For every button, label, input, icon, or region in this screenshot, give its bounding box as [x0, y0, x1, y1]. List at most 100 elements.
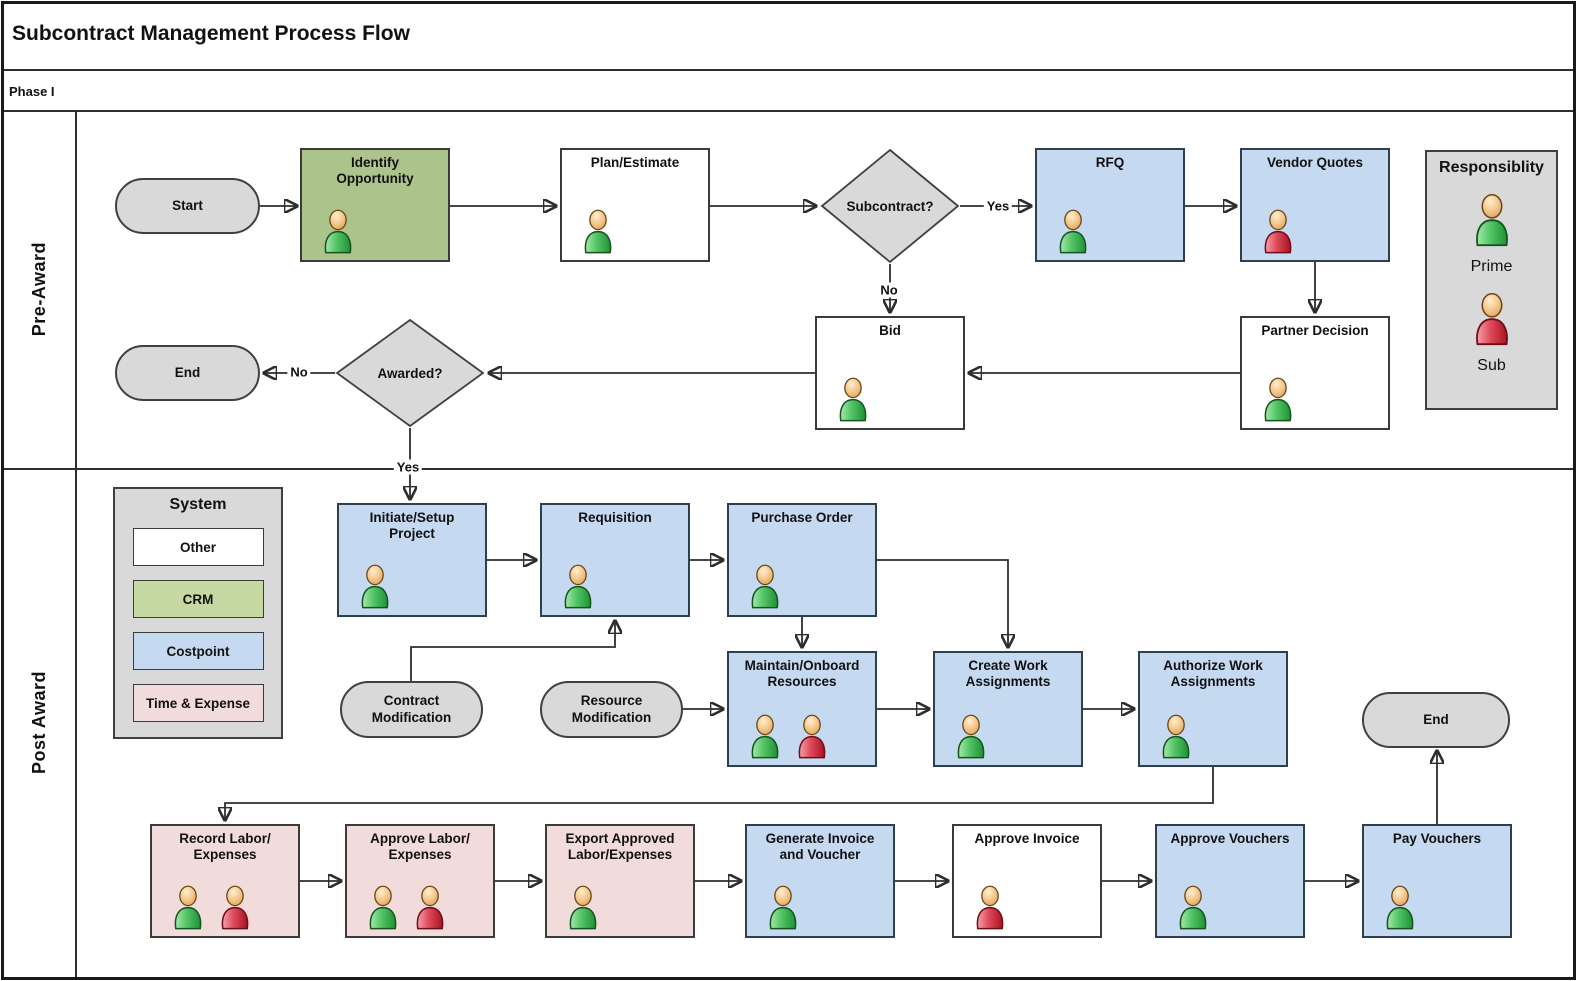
node-bid: Bid	[815, 316, 965, 430]
title-separator	[4, 69, 1573, 71]
lane-post-award-label: Post Award	[29, 671, 49, 775]
node-export-approved-labor-expenses: Export Approved Labor/Expenses	[545, 824, 695, 938]
node-plan-estimate: Plan/Estimate	[560, 148, 710, 262]
diamond-shape	[335, 318, 485, 428]
node-label: Approve Vouchers	[1170, 831, 1290, 846]
prime-person-icon	[751, 714, 779, 759]
legend-responsibility: Responsiblity Prime Sub	[1425, 150, 1558, 410]
node-start: Start	[115, 178, 260, 234]
legend-item-label: Other	[179, 539, 216, 555]
lane-divider	[4, 468, 1573, 470]
node-approve-invoice: Approve Invoice	[952, 824, 1102, 938]
diamond-shape	[820, 148, 960, 264]
legend-swatch-time-expense: Time & Expense	[132, 684, 264, 722]
prime-person-icon	[957, 714, 985, 759]
lane-pre-award: Pre-Award	[4, 112, 75, 467]
prime-person-icon	[1386, 885, 1414, 930]
node-identify-opportunity: Identify Opportunity	[300, 148, 450, 262]
node-label: Approve Invoice	[974, 831, 1080, 846]
sub-person-icon	[1264, 209, 1292, 254]
node-label: Approve Labor/ Expenses	[370, 831, 470, 863]
legend-item-label: Sub	[1477, 357, 1506, 374]
prime-person-icon	[769, 885, 797, 930]
node-purchase-order: Purchase Order	[727, 503, 877, 617]
prime-person-icon	[564, 564, 592, 609]
node-end-postaward: End	[1362, 692, 1510, 748]
node-label: RFQ	[1095, 155, 1125, 170]
prime-person-icon	[1179, 885, 1207, 930]
prime-person-icon	[1475, 193, 1508, 247]
phase-label: Phase I	[9, 84, 55, 99]
node-label: Generate Invoice and Voucher	[765, 831, 875, 863]
lane-column-separator	[75, 111, 77, 977]
legend-item-prime: Prime	[1427, 191, 1556, 276]
node-contract-modification: Contract Modification	[340, 681, 483, 738]
node-label: Resource Modification	[571, 692, 652, 725]
node-label: Create Work Assignments	[965, 658, 1051, 690]
page-title: Subcontract Management Process Flow	[12, 22, 410, 45]
legend-swatch-costpoint: Costpoint	[132, 632, 264, 670]
node-pay-vouchers: Pay Vouchers	[1362, 824, 1512, 938]
edge-label-yes: Yes	[393, 459, 423, 475]
node-label: Identify Opportunity	[336, 155, 414, 187]
lane-post-award: Post Award	[4, 470, 75, 976]
node-label: Contract Modification	[371, 692, 452, 725]
legend-title: Responsiblity	[1439, 159, 1544, 176]
node-label: Plan/Estimate	[590, 155, 680, 170]
legend-system: System Other CRM Costpoint Time & Expens…	[113, 487, 283, 739]
legend-item-sub: Sub	[1427, 290, 1556, 375]
node-create-work-assignments: Create Work Assignments	[933, 651, 1083, 767]
legend-item-label: Time & Expense	[145, 695, 251, 711]
prime-person-icon	[1059, 209, 1087, 254]
decision-subcontract: Subcontract?	[820, 148, 960, 264]
lane-pre-award-label: Pre-Award	[29, 242, 49, 337]
node-label: Maintain/Onboard Resources	[744, 658, 860, 690]
prime-person-icon	[1264, 377, 1292, 422]
prime-person-icon	[569, 885, 597, 930]
node-label: Authorize Work Assignments	[1163, 658, 1263, 690]
node-authorize-work-assignments: Authorize Work Assignments	[1138, 651, 1288, 767]
prime-person-icon	[369, 885, 397, 930]
edge-label-no: No	[877, 282, 901, 298]
decision-label: Subcontract?	[846, 198, 934, 214]
decision-label: Awarded?	[377, 365, 443, 381]
node-label: End	[1423, 711, 1449, 727]
sub-person-icon	[1475, 292, 1508, 346]
node-approve-vouchers: Approve Vouchers	[1155, 824, 1305, 938]
legend-item-label: CRM	[182, 591, 214, 607]
prime-person-icon	[839, 377, 867, 422]
phase-separator	[4, 110, 1573, 112]
node-label: Pay Vouchers	[1392, 831, 1482, 846]
node-label: Bid	[879, 323, 901, 338]
prime-person-icon	[1162, 714, 1190, 759]
legend-item-label: Prime	[1470, 258, 1513, 275]
edge-label-yes: Yes	[983, 198, 1013, 214]
node-vendor-quotes: Vendor Quotes	[1240, 148, 1390, 262]
node-label: Purchase Order	[751, 510, 853, 525]
prime-person-icon	[584, 209, 612, 254]
node-approve-labor-expenses: Approve Labor/ Expenses	[345, 824, 495, 938]
node-label: Record Labor/ Expenses	[179, 831, 271, 863]
node-resource-modification: Resource Modification	[540, 681, 683, 738]
legend-title: System	[169, 496, 227, 513]
sub-person-icon	[976, 885, 1004, 930]
sub-person-icon	[798, 714, 826, 759]
node-initiate-setup-project: Initiate/Setup Project	[337, 503, 487, 617]
node-label: Requisition	[578, 510, 652, 525]
node-end-preaward: End	[115, 345, 260, 401]
node-label: Start	[172, 197, 203, 213]
prime-person-icon	[174, 885, 202, 930]
node-requisition: Requisition	[540, 503, 690, 617]
node-partner-decision: Partner Decision	[1240, 316, 1390, 430]
node-maintain-onboard-resources: Maintain/Onboard Resources	[727, 651, 877, 767]
node-rfq: RFQ	[1035, 148, 1185, 262]
prime-person-icon	[324, 209, 352, 254]
decision-awarded: Awarded?	[335, 318, 485, 428]
node-label: End	[174, 364, 201, 380]
edge-label-no: No	[287, 364, 311, 380]
node-label: Vendor Quotes	[1266, 155, 1364, 170]
legend-swatch-crm: CRM	[132, 580, 264, 618]
legend-item-label: Costpoint	[166, 643, 230, 659]
